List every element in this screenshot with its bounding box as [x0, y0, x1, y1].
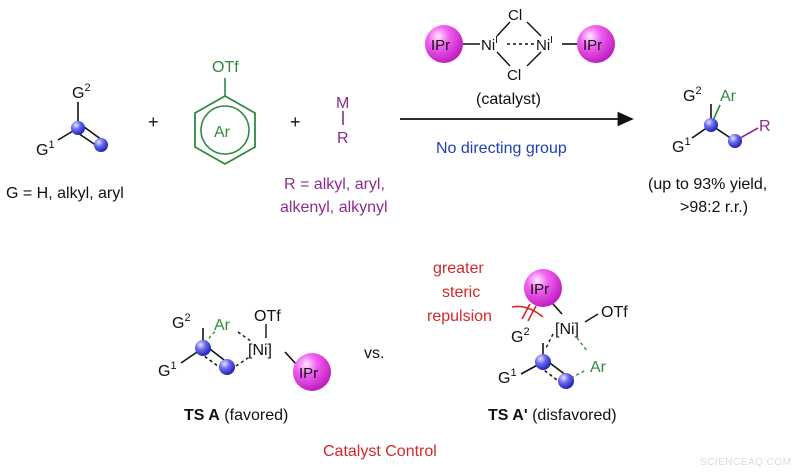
steric-annotation-line2: steric — [442, 284, 480, 301]
aryl-ring — [194, 94, 256, 166]
svg-text:G2: G2 — [172, 312, 191, 332]
svg-text:G1: G1 — [158, 360, 177, 380]
nickel-right: Ni — [536, 37, 550, 54]
ts-a-nickel: [Ni] — [248, 342, 272, 359]
versus-label: vs. — [364, 345, 384, 362]
alkene-reactant: G2 G1 G = H, alkyl, aryl — [6, 82, 124, 202]
ts-a-prime-g2: G — [511, 329, 523, 346]
alkene-carbon-internal — [71, 121, 85, 135]
ts-a-prime-carbon-terminal — [558, 373, 574, 389]
product-g1: G — [672, 139, 684, 156]
plus-sign-2: + — [290, 112, 301, 132]
product-g2: G — [683, 88, 695, 105]
ts-a-prime-carbon-internal — [535, 354, 551, 370]
ts-a-prime-label-note: (disfavored) — [528, 407, 617, 424]
ts-a-otf: OTf — [254, 308, 281, 325]
ts-a-ar: Ar — [214, 317, 231, 334]
ts-a-ipr-label: IPr — [299, 365, 318, 382]
product-carbon-methylene — [728, 134, 742, 148]
ts-a-prime-g1: G — [498, 370, 510, 387]
condition-no-directing-group: No directing group — [436, 140, 567, 157]
nickel-dimer-catalyst: IPr NiI NiI Cl Cl IPr (catalyst) — [425, 7, 615, 108]
alkene-caption: G = H, alkyl, aryl — [6, 185, 124, 202]
alkene-carbon-terminal — [94, 138, 108, 152]
product-r: R — [759, 118, 771, 135]
product-ar: Ar — [720, 88, 737, 105]
alkene-g2-superscript: 2 — [84, 82, 90, 94]
nickel-left: Ni — [481, 37, 495, 54]
ts-a-prime-label: TS A' — [488, 407, 528, 424]
svg-text:TS A' (disfavored): TS A' (disfavored) — [488, 407, 617, 424]
ts-a-prime-ar: Ar — [590, 359, 607, 376]
nickel-left-oxidation: I — [495, 35, 498, 46]
product-g2-superscript: 2 — [695, 85, 701, 97]
svg-text:G2: G2 — [72, 82, 91, 102]
organometallic-reactant: M R R = alkyl, aryl, alkenyl, alkynyl — [280, 95, 388, 216]
ts-a-prime-g1-superscript: 1 — [510, 367, 516, 379]
organometallic-caption-line1: R = alkyl, aryl, — [284, 176, 385, 193]
svg-text:G2: G2 — [511, 326, 530, 346]
organometallic-caption-line2: alkenyl, alkynyl — [280, 199, 388, 216]
transition-state-a-prime: greater steric repulsion IPr [Ni] OTf G2… — [427, 260, 628, 424]
svg-text:G2: G2 — [683, 85, 702, 105]
ipr-ligand-label-right: IPr — [583, 37, 602, 54]
svg-text:TS A (favored): TS A (favored) — [184, 407, 288, 424]
plus-sign-1: + — [148, 112, 159, 132]
organometallic-metal: M — [336, 95, 349, 112]
product: G2 Ar G1 R (up to 93% yield, >98:2 r.r.) — [648, 85, 771, 216]
aryl-triflate-otf: OTf — [212, 59, 239, 76]
ts-a-prime-ipr-sphere — [524, 269, 562, 307]
ts-a-g1: G — [158, 363, 170, 380]
svg-text:NiI: NiI — [481, 35, 498, 54]
steric-annotation-line3: repulsion — [427, 308, 492, 325]
product-yield-line2: >98:2 r.r.) — [680, 199, 748, 216]
steric-annotation-line1: greater — [433, 260, 484, 277]
ts-a-ipr-sphere — [293, 353, 331, 391]
aryl-ring-label: Ar — [214, 124, 231, 141]
catalyst-label: (catalyst) — [476, 91, 541, 108]
product-yield-line1: (up to 93% yield, — [648, 176, 767, 193]
svg-text:NiI: NiI — [536, 35, 553, 54]
aryl-triflate-reactant: OTf Ar — [194, 59, 256, 166]
alkene-g1-superscript: 1 — [48, 139, 54, 151]
transition-state-a: G2 Ar OTf [Ni] G1 IPr TS A (favored) — [158, 308, 331, 424]
ipr-ligand-sphere-left — [425, 25, 463, 63]
svg-text:G1: G1 — [672, 136, 691, 156]
organometallic-group: R — [337, 130, 349, 147]
nickel-right-oxidation: I — [550, 35, 553, 46]
ts-a-prime-otf: OTf — [601, 304, 628, 321]
alkene-g2: G — [72, 85, 84, 102]
ts-a-prime-ipr-label: IPr — [530, 281, 549, 298]
ipr-ligand-label-left: IPr — [431, 37, 450, 54]
ts-a-carbon-internal — [195, 340, 211, 356]
ts-a-label-note: (favored) — [220, 407, 288, 424]
watermark: SCIENCEAQ.COM — [700, 457, 792, 468]
footer-catalyst-control: Catalyst Control — [323, 443, 437, 460]
product-carbon-quaternary — [704, 118, 718, 132]
chloride-bridge-top: Cl — [508, 7, 522, 24]
ts-a-g1-superscript: 1 — [170, 360, 176, 372]
ts-a-label: TS A — [184, 407, 220, 424]
svg-text:G1: G1 — [498, 367, 517, 387]
ts-a-carbon-terminal — [219, 359, 235, 375]
ipr-ligand-sphere-right — [577, 25, 615, 63]
product-g1-superscript: 1 — [684, 136, 690, 148]
svg-text:G1: G1 — [36, 139, 55, 159]
ts-a-prime-nickel: [Ni] — [555, 321, 579, 338]
ts-a-prime-g2-superscript: 2 — [523, 326, 529, 338]
ts-a-g2-superscript: 2 — [184, 312, 190, 324]
alkene-g1: G — [36, 142, 48, 159]
ts-a-g2: G — [172, 315, 184, 332]
chloride-bridge-bottom: Cl — [507, 67, 521, 84]
